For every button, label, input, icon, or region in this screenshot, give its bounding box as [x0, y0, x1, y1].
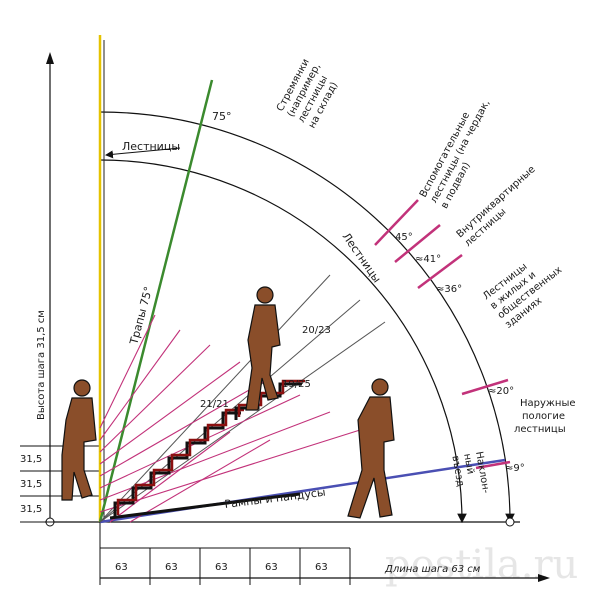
outer-arc	[99, 111, 515, 524]
svg-text:лестницы: лестницы	[514, 424, 566, 435]
stairs-21-21-red	[116, 408, 244, 515]
label-outdoor-ladders: Наружные пологие лестницы	[514, 398, 576, 435]
x-tick-3: 63	[215, 562, 228, 573]
label-inclined-entrance: Наклон- ный въезд	[449, 451, 491, 495]
x-axis-label: Длина шага 63 см	[384, 564, 481, 575]
y-axis-arrow	[46, 52, 54, 64]
figure-right-walking	[347, 378, 395, 519]
figure-middle-climbing	[245, 286, 281, 411]
stairs-21-21	[113, 411, 241, 518]
label-residential-ladders: Лестницы в жилых и общественных зданиях	[481, 261, 564, 331]
y-axis-label: Высота шага 31,5 см	[36, 310, 47, 420]
angle-tick-marks	[374, 199, 511, 470]
label-ratio-20-23: 20/23	[302, 325, 331, 336]
label-ramps: Рампы и пандусы	[224, 486, 326, 511]
label-ladders-arc: Лестницы	[340, 230, 384, 285]
svg-text:Наружные: Наружные	[520, 398, 576, 409]
label-apartment-ladders: Внутриквартирные лестницы	[455, 164, 538, 249]
label-angle-9: ≈9°	[505, 463, 525, 474]
label-angle-45: 45°	[395, 232, 413, 243]
svg-text:въезд: въезд	[449, 455, 465, 488]
label-stepladders: Стремянки (например, лестницы на склад)	[275, 57, 340, 130]
x-dimension-ticks	[99, 522, 351, 585]
label-angle-20: ≈20°	[488, 386, 514, 397]
label-ratio-21-21: 21/21	[200, 399, 229, 410]
label-aux-ladders: Вспомогательные лестницы (на чердак, в п…	[418, 98, 492, 211]
y-tick-3: 31,5	[20, 504, 42, 515]
figure-left-climbing	[61, 379, 97, 501]
x-tick-1: 63	[115, 562, 128, 573]
y-tick-1: 31,5	[20, 454, 42, 465]
x-axis-arrow	[538, 574, 550, 582]
label-angle-41: ≈41°	[415, 254, 441, 265]
stairs-19-25-red	[237, 379, 305, 417]
x-tick-2: 63	[165, 562, 178, 573]
ramp-surface	[109, 492, 301, 520]
svg-text:ный: ный	[461, 453, 475, 476]
watermark-text: postila.ru	[385, 542, 578, 588]
x-tick-5: 63	[315, 562, 328, 573]
green-75-line	[98, 79, 214, 523]
svg-text:пологие: пологие	[522, 411, 565, 422]
origin-right-dot	[505, 517, 515, 527]
label-ratio-19-25: 19/25	[282, 379, 311, 390]
x-tick-4: 63	[265, 562, 278, 573]
label-angle-36: ≈36°	[436, 284, 462, 295]
inner-arc	[99, 159, 467, 524]
y-tick-2: 31,5	[20, 479, 42, 490]
ladders-top-arrow	[105, 147, 181, 159]
label-75deg: 75°	[212, 110, 232, 123]
